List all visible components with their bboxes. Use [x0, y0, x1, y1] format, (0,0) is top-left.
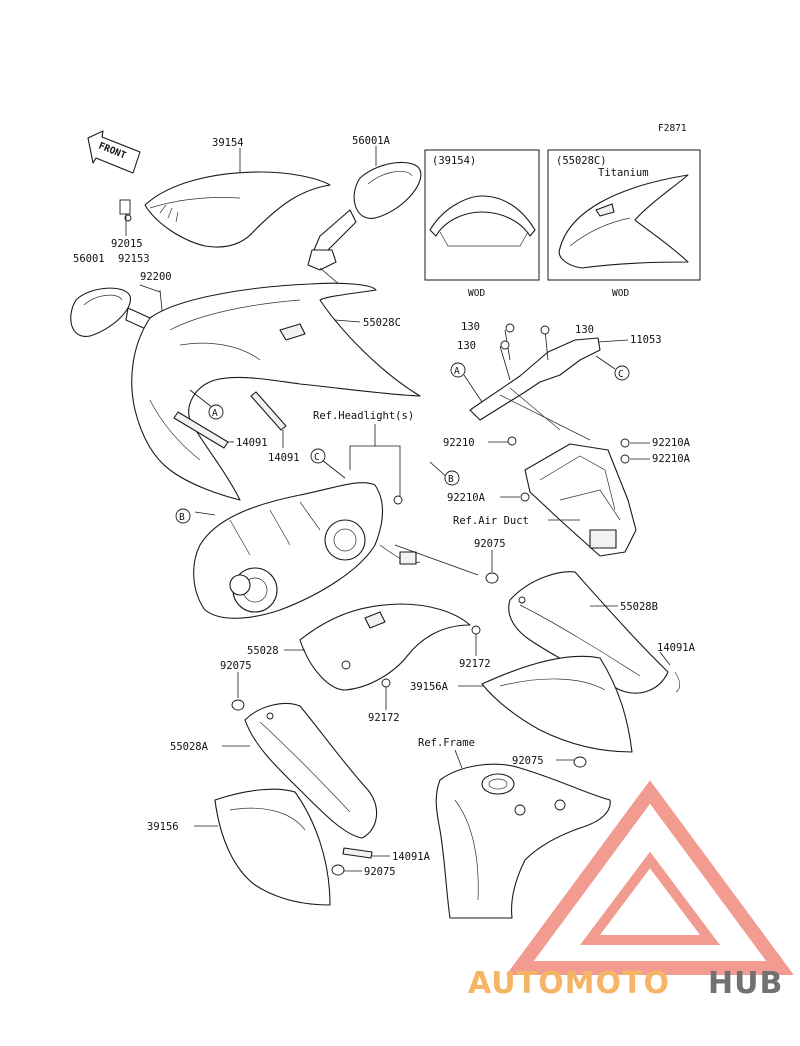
label-92210: 92210 [443, 437, 475, 449]
mirror-left-part [70, 284, 170, 353]
inset-right-part-number: (55028C) [556, 155, 607, 167]
bolts-92015-92153 [119, 199, 132, 236]
label-92075-left: 92075 [220, 660, 252, 672]
side-cowl-right-part [508, 571, 680, 694]
callout-c-stay: C [595, 355, 630, 381]
strip-14091A-left [342, 847, 390, 859]
grommet-92075-left [231, 672, 245, 711]
callout-a-stay: A [450, 362, 483, 403]
label-55028B: 55028B [620, 601, 658, 613]
callout-c-headlight-letter: C [314, 452, 320, 463]
label-14091A-left: 14091A [392, 851, 431, 863]
callout-b-headlight-letter: B [179, 512, 185, 523]
mirror-right-part [307, 146, 422, 286]
label-ref-air-duct: Ref.Air Duct [453, 515, 529, 527]
inset-right-code: WOD [612, 288, 629, 299]
strips-14091 [173, 391, 287, 449]
label-130-a: 130 [461, 321, 480, 333]
label-55028C: 55028C [363, 317, 401, 329]
inset-left-part-number: (39154) [432, 155, 476, 167]
label-14091A-right: 14091A [657, 642, 696, 654]
label-55028: 55028 [247, 645, 279, 657]
inner-cover-right-part [458, 655, 633, 753]
label-92075-right: 92075 [512, 755, 544, 767]
watermark-brand-part1: AUTOMOTO [468, 966, 670, 1001]
inset-right: (55028C) Titanium WOD [547, 149, 701, 299]
label-14091-b: 14091 [268, 452, 300, 464]
inner-cover-left-part [194, 788, 331, 906]
label-ref-frame: Ref.Frame [418, 737, 475, 749]
label-130-c: 130 [457, 340, 476, 352]
label-56001: 56001 [73, 253, 105, 265]
frame-ref-part [435, 749, 611, 919]
label-56001A: 56001A [352, 135, 391, 147]
label-55028A: 55028A [170, 741, 209, 753]
label-39154: 39154 [212, 137, 244, 149]
front-arrow-icon: FRONT [87, 130, 141, 174]
label-92075-top: 92075 [474, 538, 506, 550]
grommet-92075-top [485, 550, 499, 584]
label-39156A: 39156A [410, 681, 449, 693]
label-92172-a: 92172 [459, 658, 491, 670]
callout-b-bracket-letter: B [448, 474, 454, 485]
stay-11053-part [469, 323, 629, 441]
watermark-brand-part2: HUB [708, 966, 783, 1001]
inset-right-note: Titanium [598, 167, 649, 179]
callout-a-stay-letter: A [454, 366, 460, 377]
label-11053: 11053 [630, 334, 662, 346]
label-92210A-3: 92210A [447, 492, 486, 504]
label-39156: 39156 [147, 821, 179, 833]
callout-c-headlight: C [310, 448, 326, 464]
center-cover-part [284, 603, 481, 710]
label-92153: 92153 [118, 253, 150, 265]
inset-left-code: WOD [468, 288, 485, 299]
headlight-assembly [193, 424, 479, 619]
upper-cowl-part [131, 282, 421, 501]
windshield-part [144, 148, 331, 248]
side-cowl-left-part [222, 702, 378, 839]
label-130-b: 130 [575, 324, 594, 336]
label-ref-headlight: Ref.Headlight(s) [313, 410, 414, 422]
inset-left: (39154) WOD [424, 149, 540, 299]
grommet-92075-right [556, 756, 587, 768]
label-92210A-1: 92210A [652, 437, 691, 449]
label-92015: 92015 [111, 238, 143, 250]
callout-c-stay-letter: C [618, 369, 624, 380]
callout-a-upper: A [189, 389, 224, 420]
figure-code: F2871 [658, 123, 687, 134]
callout-a-upper-letter: A [212, 408, 218, 419]
label-14091-a: 14091 [236, 437, 268, 449]
automotohub-watermark-logo: AUTOMOTO HUB [468, 780, 794, 1001]
label-92172-b: 92172 [368, 712, 400, 724]
callout-b-headlight: B [175, 508, 191, 524]
label-92200: 92200 [140, 271, 172, 283]
bracket-92210: B [429, 436, 517, 486]
label-92210A-2: 92210A [652, 453, 691, 465]
label-92075-bottom: 92075 [364, 866, 396, 878]
air-duct-ref-part [500, 438, 650, 557]
grommet-92075-bottom [331, 864, 362, 876]
